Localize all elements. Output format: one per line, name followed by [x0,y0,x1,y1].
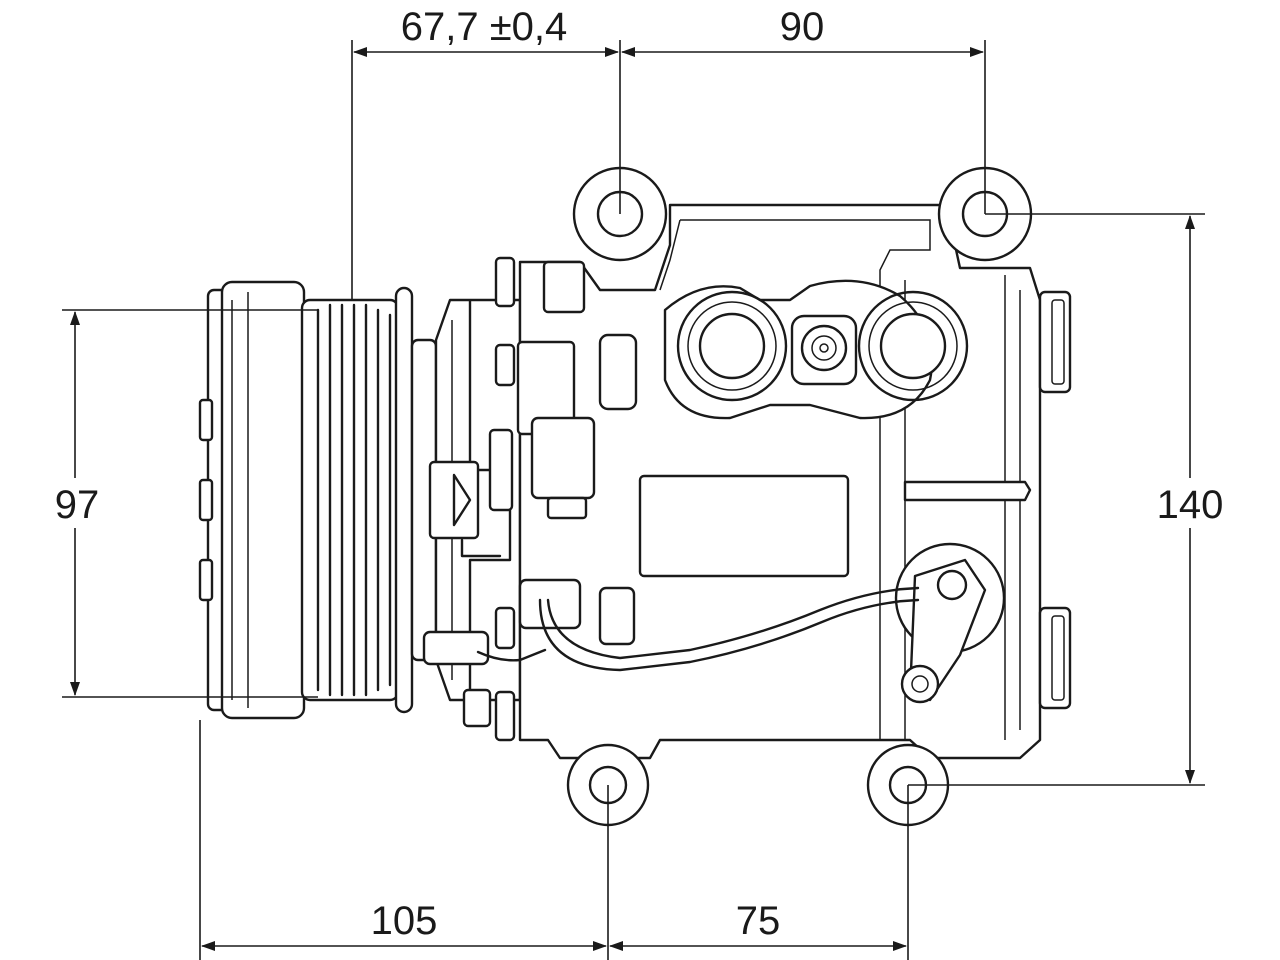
sensor-harness [460,538,1006,704]
dimension-top-left: 67,7 ±0,4 [401,5,568,49]
dimension-right-height: 140 [1157,483,1224,527]
dimension-bottom-right: 75 [736,899,781,943]
compressor-body [516,203,1072,760]
front-housing [422,256,522,742]
dimension-bottom-left: 105 [371,899,438,943]
label-plate [638,474,850,578]
dimension-top-right: 90 [780,5,825,49]
pulley-grooves [316,303,392,697]
clutch-pulley [198,280,438,720]
dimension-left-height: 97 [55,483,100,527]
refrigerant-ports [663,279,969,420]
